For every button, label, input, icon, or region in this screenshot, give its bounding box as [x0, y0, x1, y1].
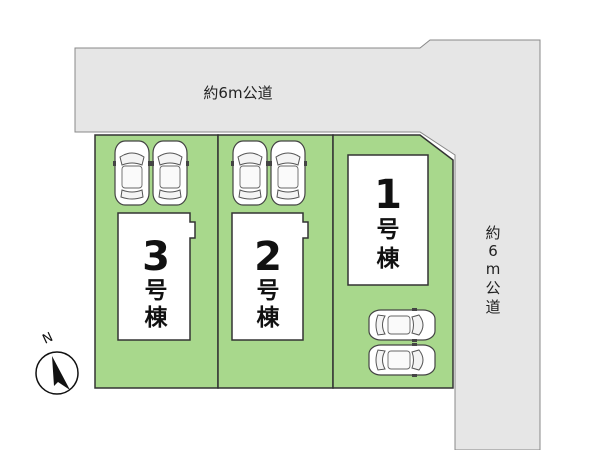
- building-1-char1: 号: [377, 217, 400, 243]
- right-road-label-char: 道: [485, 298, 500, 316]
- top-road: [74, 39, 541, 450]
- right-road-label-char: 6: [488, 242, 498, 260]
- building-3-char1: 号: [145, 278, 168, 304]
- building-3-char2: 棟: [145, 305, 169, 331]
- building-1: [347, 154, 429, 286]
- right-road-label-char: m: [486, 260, 501, 278]
- parked-car-icon: [231, 140, 269, 206]
- parked-car-icon: [269, 140, 307, 206]
- building-1-char2: 棟: [377, 246, 401, 272]
- building-3-number: 3: [142, 234, 170, 280]
- building-2-char2: 棟: [257, 305, 281, 331]
- parked-car-icon: [113, 140, 151, 206]
- building-3: [117, 212, 196, 341]
- parked-car-icon: [368, 343, 436, 377]
- compass-needle-icon: [52, 356, 70, 390]
- building-2-char1: 号: [257, 278, 280, 304]
- parked-car-icon: [368, 308, 436, 342]
- right-road-label-char: 約: [485, 224, 500, 242]
- top-road-label: 約6m公道: [203, 84, 272, 102]
- building-1-number: 1: [374, 172, 402, 218]
- compass-north-label: N: [40, 330, 55, 348]
- building-2-number: 2: [254, 234, 282, 280]
- parked-car-icon: [151, 140, 189, 206]
- building-2: [231, 212, 309, 341]
- car-templates: [113, 140, 436, 377]
- right-road-label-char: 公: [485, 279, 500, 297]
